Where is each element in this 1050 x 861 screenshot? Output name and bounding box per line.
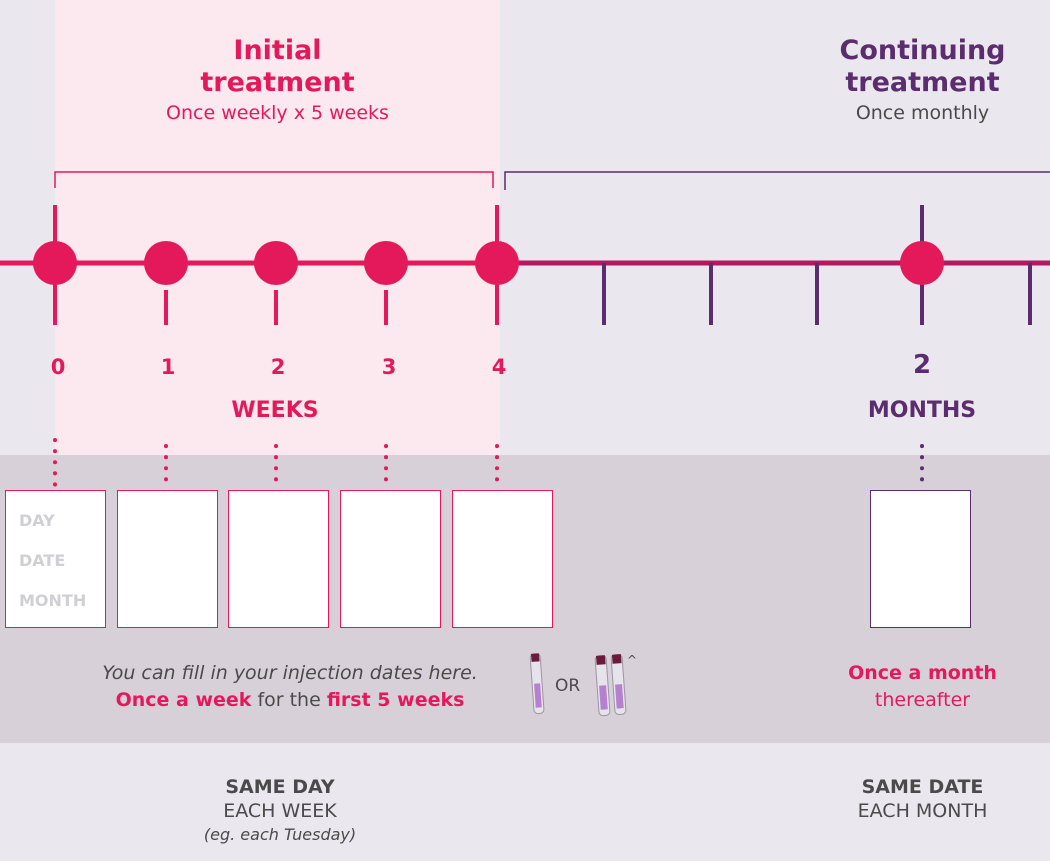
date-card-week-2[interactable] (228, 490, 329, 628)
month-field-label: MONTH (19, 591, 87, 610)
injection-dots (33, 241, 944, 285)
continuing-title-line2: treatment (845, 67, 1000, 98)
same-day-line1: SAME DAY (225, 776, 335, 798)
or-label: OR (555, 676, 581, 696)
week-tick-2: 2 (270, 355, 286, 379)
same-day-example: (eg. each Tuesday) (203, 825, 357, 844)
initial-title-line1: Initial (233, 35, 322, 66)
double-pen-icon (594, 653, 627, 717)
week-tick-4: 4 (491, 355, 507, 379)
weekly-dotted-connectors (53, 438, 499, 487)
month-tick-2: 2 (912, 350, 932, 380)
continuing-treatment-header: Continuing treatment Once monthly (780, 35, 1050, 125)
schedule-footer-band (0, 743, 1050, 861)
same-date-line1: SAME DATE (861, 776, 984, 798)
initial-treatment-header: Initial treatment Once weekly x 5 weeks (55, 35, 500, 125)
same-date-line2: EACH MONTH (857, 800, 988, 822)
week-tick-3: 3 (381, 355, 397, 379)
continuing-subtitle: Once monthly (855, 102, 990, 124)
monthly-note-line2: thereafter (874, 689, 971, 711)
months-label: MONTHS (867, 398, 977, 423)
same-day-note: SAME DAY EACH WEEK (eg. each Tuesday) (160, 775, 400, 847)
caret-mark: ^ (627, 653, 638, 667)
date-card-week-0[interactable]: DAY DATE MONTH (5, 490, 106, 628)
continuing-title-line1: Continuing (839, 35, 1006, 66)
date-card-month-2[interactable] (870, 490, 971, 628)
monthly-note: Once a month thereafter (800, 660, 1045, 714)
week-tick-1: 1 (160, 355, 176, 379)
date-card-week-1[interactable] (117, 490, 218, 628)
week-2-dot (254, 241, 298, 285)
week-4-dot (475, 241, 519, 285)
continuing-bracket (504, 171, 1050, 190)
initial-title-line2: treatment (200, 67, 355, 98)
week-1-dot (144, 241, 188, 285)
initial-subtitle: Once weekly x 5 weeks (166, 102, 389, 124)
fill-in-note-line2: Once a week for the first 5 weeks (115, 689, 465, 711)
same-date-note: SAME DATE EACH MONTH (800, 775, 1045, 823)
fill-in-note-line1: You can fill in your injection dates her… (102, 662, 478, 684)
weeks-label: WEEKS (231, 398, 319, 423)
date-card-week-3[interactable] (340, 490, 441, 628)
week-0-dot (33, 241, 77, 285)
month-2-dot (900, 241, 944, 285)
date-card-week-4[interactable] (452, 490, 553, 628)
day-field-label: DAY (19, 511, 55, 530)
same-day-line2: EACH WEEK (223, 800, 337, 822)
initial-bracket (54, 171, 494, 188)
fill-in-note: You can fill in your injection dates her… (60, 660, 520, 714)
single-pen-icon (529, 653, 545, 715)
week-tick-0: 0 (50, 355, 66, 379)
initial-treatment-panel (55, 0, 500, 460)
week-3-dot (364, 241, 408, 285)
monthly-note-line1: Once a month (848, 662, 997, 684)
date-field-label: DATE (19, 551, 66, 570)
